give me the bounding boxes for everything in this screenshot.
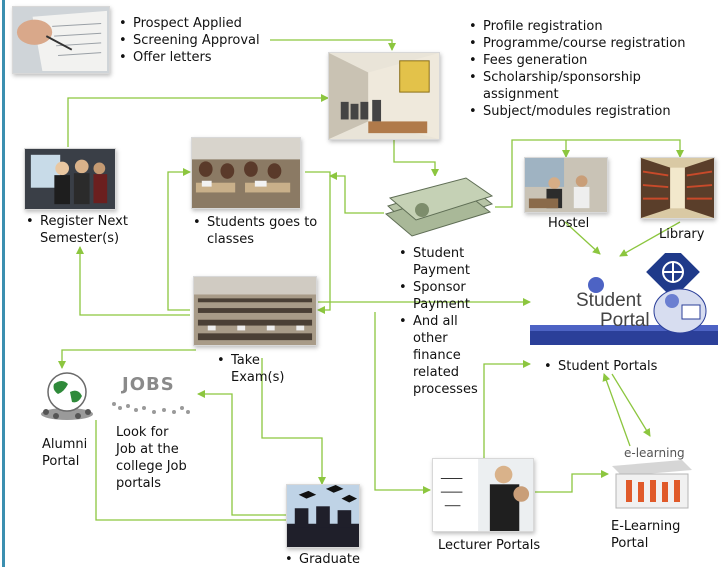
- register-next-label: Register Next Semester(s): [22, 213, 142, 247]
- arrow-portal-to-elearning: [611, 373, 651, 437]
- prospect-step: Screening Approval: [115, 32, 260, 49]
- student-portal-logo-line1: Student: [576, 290, 642, 311]
- registration-step: Programme/course registration: [465, 35, 685, 52]
- payment-money-photo: [384, 176, 494, 238]
- graduation-photo: [286, 484, 360, 548]
- arrow-elearning-to-portal: [602, 373, 631, 447]
- payment-steps: Student Payment Sponsor Payment And all …: [395, 245, 490, 398]
- arrow-graduate-to-jobs: [197, 390, 288, 516]
- classes-label: Students goes to classes: [189, 214, 324, 248]
- library-label: Library: [659, 227, 705, 242]
- arrow-prospect-to-registration: [270, 39, 396, 51]
- hostel-label: Hostel: [548, 216, 590, 231]
- arrow-payment-to-classes: [329, 172, 384, 214]
- arrow-hostel-to-portal: [564, 221, 601, 255]
- classroom-photo: [191, 137, 301, 209]
- elearning-label: E-Learning Portal: [611, 519, 681, 551]
- library-photo: [640, 157, 715, 219]
- graduate-label: Graduate: [281, 551, 360, 567]
- arrow-graduate-to-alumni: [95, 420, 288, 521]
- left-border-rule: [2, 0, 5, 567]
- arrow-lecturer-to-portal: [483, 360, 531, 458]
- registration-step: Fees generation: [465, 52, 685, 69]
- student-portal-label: Student Portals: [540, 358, 657, 375]
- graduate-label-wrap: Graduate: [281, 551, 360, 567]
- arrow-lecturer-to-elearning: [535, 470, 609, 493]
- arrow-exam-to-register-next: [76, 246, 190, 316]
- registration-steps: Profile registration Programme/course re…: [465, 18, 685, 120]
- arrow-payment-to-hostel-library: [495, 139, 684, 208]
- exam-label: Take Exam(s): [213, 352, 308, 386]
- jobs-label: Look for Job at the college Job portals: [116, 425, 187, 491]
- jobs-graphic: JOBS: [108, 374, 194, 418]
- prospect-step: Offer letters: [115, 49, 260, 66]
- arrow-to-alumni: [58, 349, 196, 369]
- exam-hall-photo: [193, 276, 317, 346]
- application-form-photo: [12, 6, 110, 74]
- arrow-exam-to-classes: [167, 168, 191, 311]
- register-next-photo: [24, 148, 116, 210]
- payment-step: Student Payment: [395, 245, 490, 279]
- hostel-photo: [524, 157, 608, 213]
- alumni-label: Alumni Portal: [42, 437, 88, 469]
- elearning-graphic: e-learning: [612, 446, 694, 512]
- student-portal-logo-line2: Portal: [600, 310, 650, 331]
- registration-step: Scholarship/sponsorship assignment: [465, 69, 655, 103]
- jobs-logo-text: JOBS: [122, 374, 175, 395]
- registration-hall-photo: [328, 52, 440, 140]
- arrow-classes-exam-loop: [305, 171, 331, 314]
- registration-step: Subject/modules registration: [465, 103, 685, 120]
- elearning-logo-text: e-learning: [624, 446, 685, 460]
- prospect-steps: Prospect Applied Screening Approval Offe…: [115, 15, 260, 66]
- lecturer-label: Lecturer Portals: [438, 538, 541, 553]
- alumni-globe-icon: [38, 370, 96, 422]
- payment-step: Sponsor Payment: [395, 279, 490, 313]
- lecturer-photo: [432, 458, 534, 532]
- arrow-library-to-portal: [619, 221, 681, 257]
- registration-step: Profile registration: [465, 18, 685, 35]
- student-portal-logo: Student Portal: [530, 253, 718, 348]
- arrow-payment-to-lecturer: [374, 312, 431, 494]
- student-portal-label-wrap: Student Portals: [540, 358, 657, 375]
- classes-label-wrap: Students goes to classes: [189, 214, 324, 248]
- payment-step: And all other finance related processes: [395, 313, 490, 398]
- prospect-step: Prospect Applied: [115, 15, 260, 32]
- arrow-exam-to-graduate: [261, 358, 326, 485]
- arrow-register-next-to-registration: [67, 94, 329, 147]
- arrow-registration-to-payment: [393, 140, 439, 177]
- exam-label-wrap: Take Exam(s): [213, 352, 308, 386]
- register-next-label-wrap: Register Next Semester(s): [22, 213, 142, 247]
